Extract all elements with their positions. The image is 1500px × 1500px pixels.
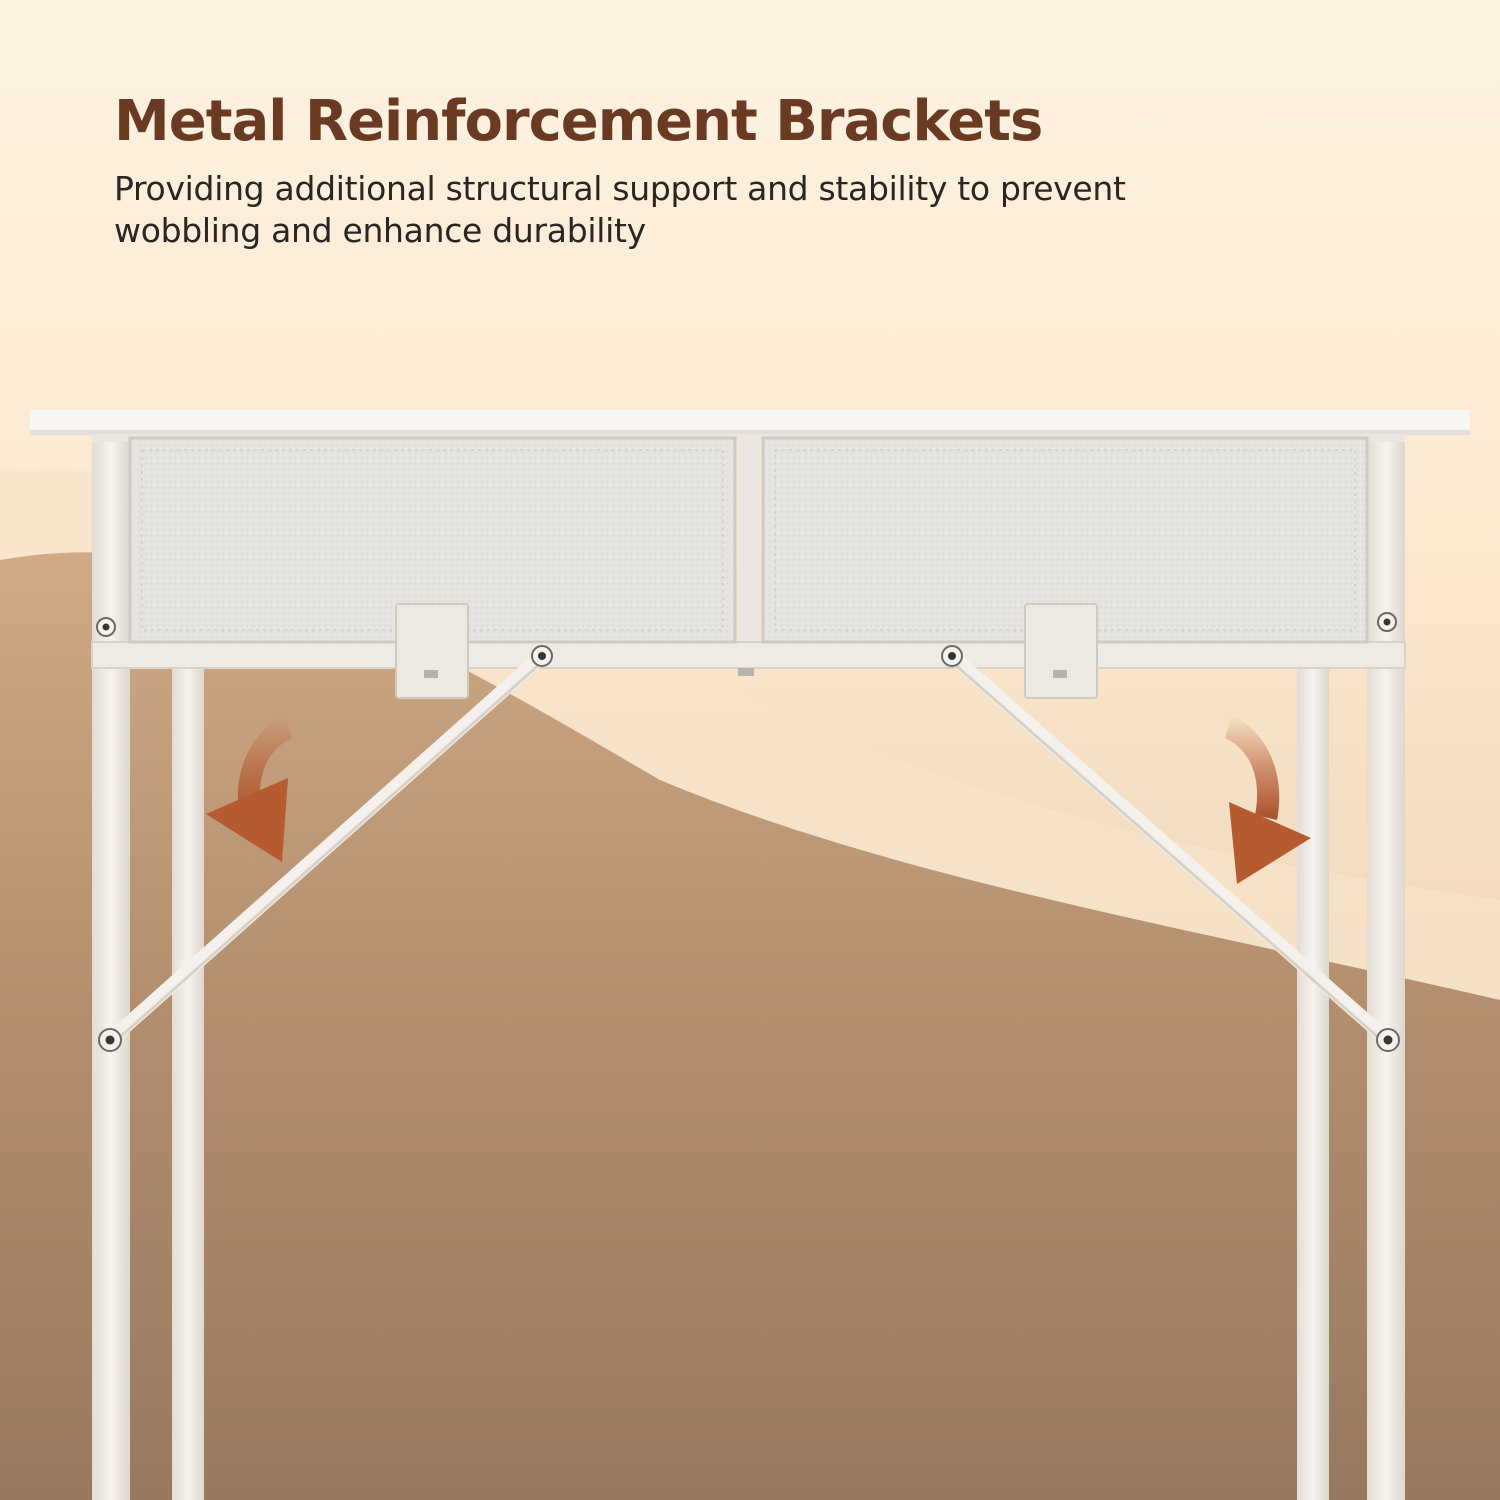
back-leg-left — [172, 668, 204, 1500]
screw-icon — [1376, 1028, 1400, 1052]
page-title: Metal Reinforcement Brackets — [114, 89, 1043, 154]
screw-icon — [98, 1028, 122, 1052]
reinforcement-bracket-right — [945, 649, 1395, 1047]
screw-icon — [531, 645, 553, 667]
curved-down-arrow-icon — [1225, 715, 1311, 884]
screw-icon — [941, 645, 963, 667]
reinforcement-bracket-left — [103, 649, 549, 1047]
curved-down-arrow-icon — [206, 715, 292, 862]
screw-icon — [1053, 670, 1067, 678]
page-subtitle: Providing additional structural support … — [114, 169, 1126, 250]
drawer-divider — [738, 434, 760, 648]
back-leg-right — [1297, 668, 1329, 1500]
screw-icon — [96, 617, 116, 637]
tabletop-edge — [30, 430, 1470, 435]
screw-icon — [424, 670, 438, 678]
drawer-clip-left — [395, 603, 469, 699]
screw-icon — [738, 668, 754, 676]
front-leg-right — [1367, 434, 1405, 1500]
drawer-clip-right — [1024, 603, 1098, 699]
front-leg-left — [92, 434, 130, 1500]
screw-icon — [1377, 612, 1397, 632]
background-shadow — [0, 552, 1500, 1500]
frame-rail-bottom — [91, 641, 1406, 669]
reinforcement-bracket-right-shade — [950, 660, 1390, 1048]
reinforcement-bracket-left-shade — [108, 660, 544, 1048]
